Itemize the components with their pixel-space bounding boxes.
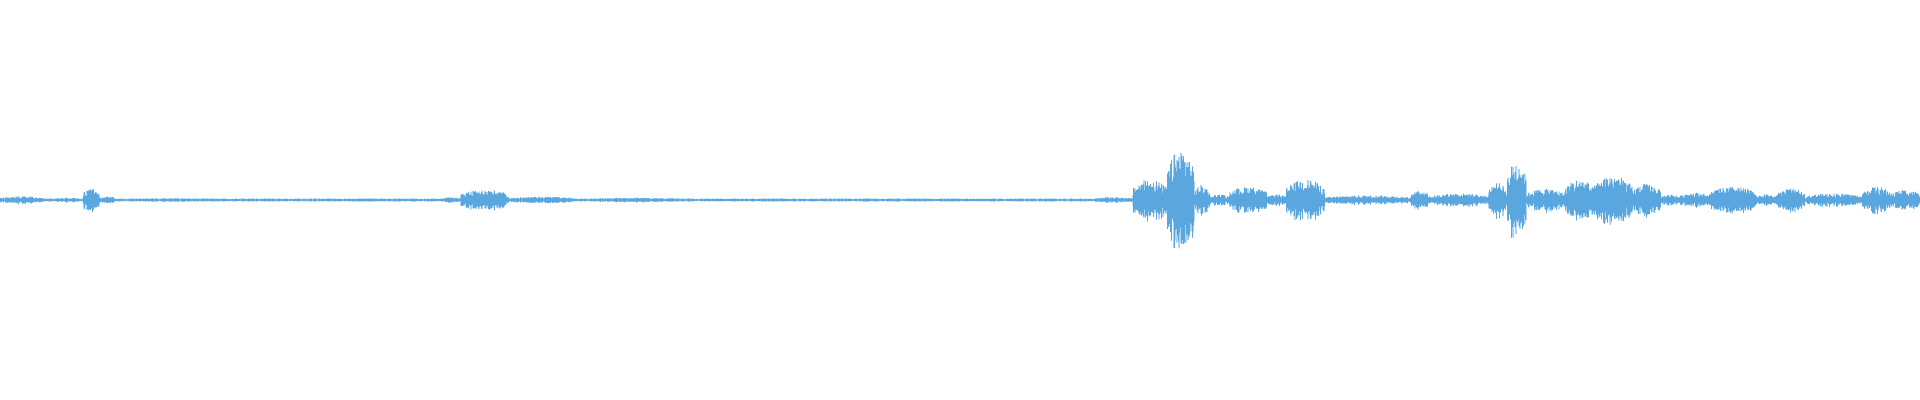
waveform-path [0,152,1920,249]
